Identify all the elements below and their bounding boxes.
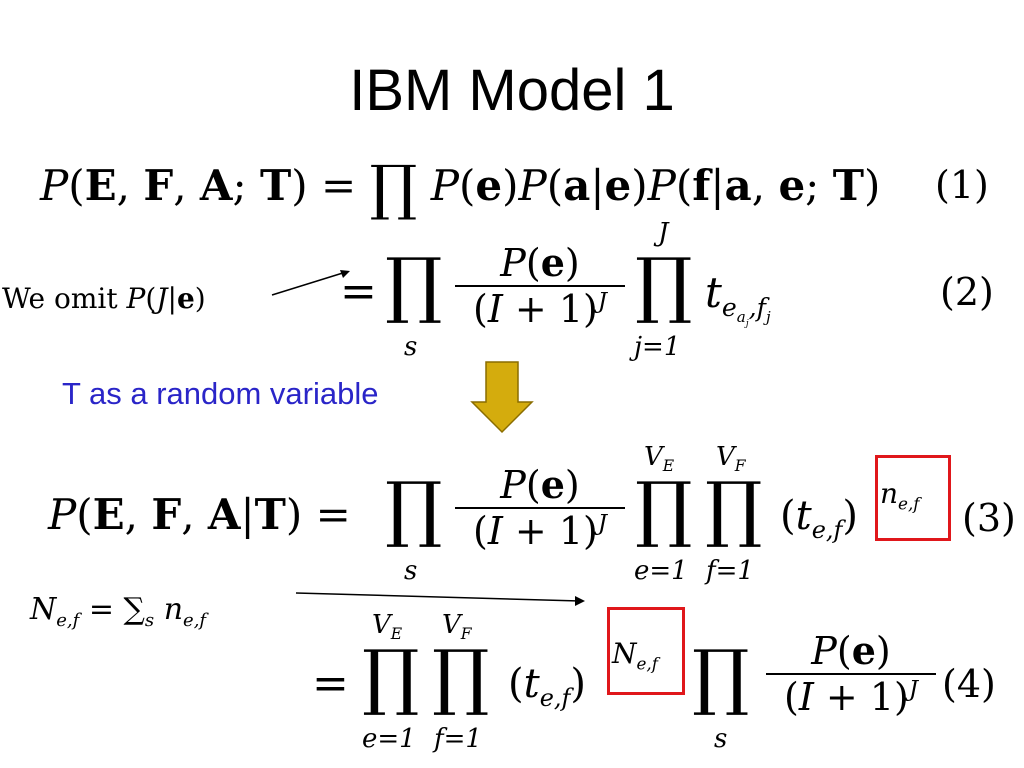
equation-1: P(E, F, A; T) = ∏ P(e)P(a|e)P(f|a, e; T): [40, 153, 881, 223]
equation-3-product-f: ∏: [705, 466, 763, 550]
equation-3-lhs: P(E, F, A|T) =: [48, 490, 351, 539]
equation-2-product-j-upper: J: [658, 218, 669, 248]
omit-note: We omit P(J|e): [2, 282, 206, 315]
equation-3-product-s-lower: s: [404, 556, 418, 586]
equation-3-term: (te,f): [780, 493, 859, 544]
equation-4-numerator: P(e): [811, 628, 891, 673]
equation-3-product-f-lower: f=1: [706, 556, 754, 586]
equation-4-product-f: ∏: [432, 634, 490, 718]
equation-4-product-f-lower: f=1: [434, 724, 482, 754]
equation-2-product-s: ∏: [385, 242, 443, 326]
equation-2-product-j: ∏: [635, 242, 693, 326]
equation-4-product-e-lower: e=1: [362, 724, 416, 754]
equation-3-fraction: P(e) (I + 1)J: [455, 462, 625, 553]
count-definition: Ne,f = ∑s ne,f: [30, 592, 207, 631]
equation-2-numerator: P(e): [500, 240, 580, 285]
equation-4-denominator: (I + 1)J: [766, 673, 936, 719]
equation-3-product-e-upper: VE: [644, 442, 675, 476]
count-pointer-arrow: [295, 592, 581, 602]
equation-3-product-e: ∏: [635, 466, 693, 550]
random-variable-note: T as a random variable: [62, 376, 379, 411]
equation-4-fraction: P(e) (I + 1)J: [766, 628, 936, 719]
equation-2-fraction: P(e) (I + 1)J: [455, 240, 625, 331]
equation-3-product-s: ∏: [385, 466, 443, 550]
equation-1-number: (1): [935, 163, 989, 207]
count-pointer-arrowhead: [575, 596, 585, 606]
equation-4-term: (te,f): [508, 661, 587, 712]
equation-3-denominator: (I + 1)J: [455, 507, 625, 553]
equation-4-product-e-upper: VE: [372, 610, 403, 644]
down-arrow-icon: [470, 361, 534, 434]
equation-3-product-e-lower: e=1: [634, 556, 688, 586]
equation-2-denominator: (I + 1)J: [455, 285, 625, 331]
equation-2-equals: =: [340, 266, 377, 317]
equation-2-product-s-lower: s: [404, 332, 418, 362]
equation-4-number: (4): [942, 662, 996, 706]
equation-3-exponent-highlight: [875, 455, 951, 541]
equation-4-product-s-lower: s: [714, 724, 728, 754]
equation-2-term: teaj,fj: [705, 268, 771, 330]
equation-3-number: (3): [962, 496, 1016, 540]
omit-pointer-arrow: [271, 271, 347, 296]
equation-3-exponent: ne,f: [880, 477, 920, 514]
equation-4-product-s: ∏: [692, 634, 750, 718]
equation-2-product-j-lower: j=1: [634, 332, 681, 362]
equation-4-exponent: Ne,f: [612, 637, 658, 674]
equation-4-product-e: ∏: [362, 634, 420, 718]
equation-2-number: (2): [940, 270, 994, 314]
omit-pointer-arrowhead: [340, 270, 350, 278]
equation-3-numerator: P(e): [500, 462, 580, 507]
equation-4-product-f-upper: VF: [442, 610, 472, 644]
equation-4-equals: =: [312, 658, 349, 709]
equation-4-exponent-highlight: [607, 607, 685, 695]
slide-title: IBM Model 1: [349, 58, 675, 123]
equation-3-product-f-upper: VF: [716, 442, 746, 476]
